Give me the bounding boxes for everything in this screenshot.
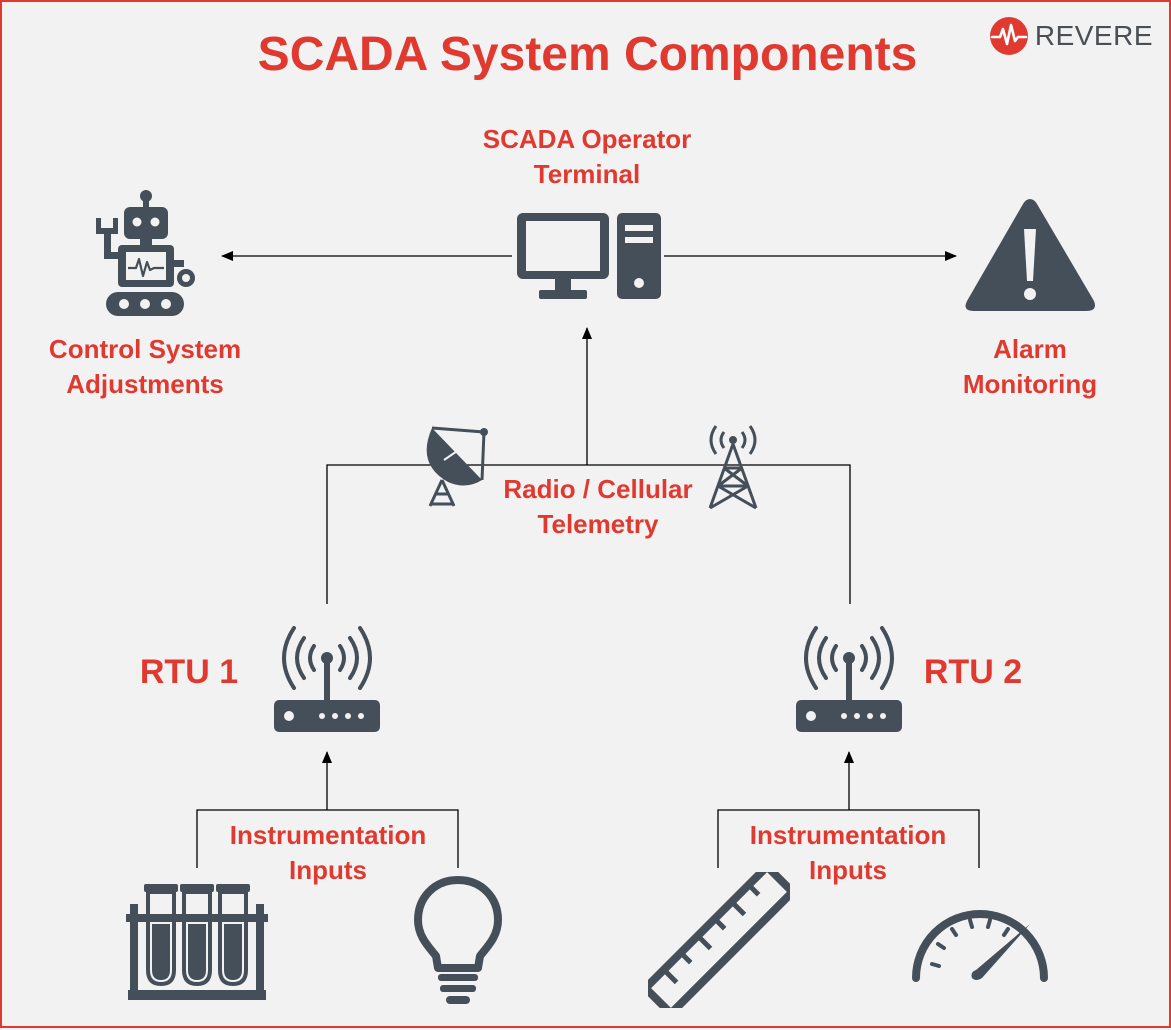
page-title: SCADA System Components xyxy=(257,28,918,81)
speedometer-icon xyxy=(912,910,1048,982)
rtu2-label: RTU 2 xyxy=(923,653,1023,691)
test-tubes-icon xyxy=(126,884,268,1000)
inputs1-label: Instrumentation Inputs xyxy=(198,818,458,888)
warning-icon xyxy=(965,199,1095,311)
alarm-label-line2: Monitoring xyxy=(962,369,1098,399)
wireless-router-icon xyxy=(796,626,902,732)
ruler-icon xyxy=(648,872,790,1008)
inputs2-bracket xyxy=(717,809,980,868)
satellite-dish-icon xyxy=(426,426,488,507)
control-system-label-line1: Control System xyxy=(48,334,242,364)
inputs1-bracket xyxy=(196,809,459,868)
telemetry-label-line1: Radio / Cellular xyxy=(503,474,693,504)
wireless-router-icon xyxy=(274,626,380,732)
desktop-computer-icon xyxy=(517,213,661,299)
inputs2-label: Instrumentation Inputs xyxy=(718,818,978,888)
heartbeat-logo-icon xyxy=(989,17,1028,55)
inputs2-label-line1: Instrumentation xyxy=(749,820,947,850)
alarm-label: Alarm Monitoring xyxy=(905,332,1155,402)
telemetry-label: Radio / Cellular Telemetry xyxy=(468,472,728,542)
telemetry-label-line2: Telemetry xyxy=(537,509,659,539)
rtu1-label: RTU 1 xyxy=(139,653,239,691)
inputs1-label-line1: Instrumentation xyxy=(229,820,427,850)
telemetry-bracket xyxy=(326,464,851,604)
inputs1-label-line2: Inputs xyxy=(289,855,367,885)
light-bulb-icon xyxy=(414,876,502,1004)
inputs2-label-line2: Inputs xyxy=(809,855,887,885)
control-system-label-line2: Adjustments xyxy=(66,369,224,399)
operator-terminal-label-line2: Terminal xyxy=(533,159,641,189)
radio-tower-icon xyxy=(708,425,758,510)
brand-logo[interactable]: REVERE xyxy=(989,16,1153,56)
alarm-label-line1: Alarm xyxy=(993,334,1067,364)
operator-terminal-label-line1: SCADA Operator xyxy=(482,124,692,154)
control-system-label: Control System Adjustments xyxy=(20,332,270,402)
robot-icon xyxy=(96,190,195,316)
operator-terminal-label: SCADA Operator Terminal xyxy=(437,122,737,192)
brand-name: REVERE xyxy=(1034,20,1153,51)
